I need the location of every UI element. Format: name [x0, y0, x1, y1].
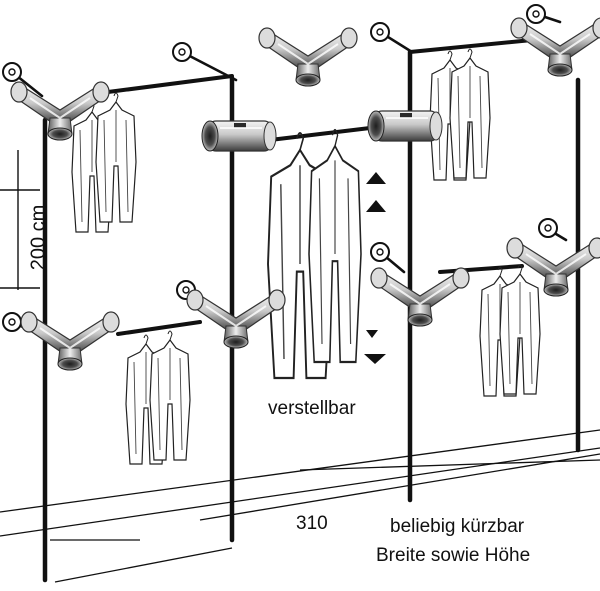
note-line-2: Breite sowie Höhe [376, 545, 531, 566]
wall-mount-icon [370, 22, 390, 42]
garment-shirt [149, 330, 191, 461]
adjust-arrows [364, 172, 386, 364]
up-arrow-icon [366, 172, 386, 184]
elbow-fitting-icon [20, 311, 120, 371]
wall-mount-icon [538, 218, 558, 238]
floor-lines [0, 429, 600, 583]
elbow-fitting-icon [510, 17, 600, 77]
wall-mount-icon [526, 4, 546, 24]
note-line-1: beliebig kürzbar [390, 516, 525, 537]
wall-mount-icon [370, 242, 390, 262]
wall-mount-icon [2, 312, 22, 332]
hanging-rails [106, 38, 534, 336]
wall-mount-icon [2, 62, 22, 82]
elbow-fitting-icon [258, 27, 358, 87]
wall-mount-icon [172, 42, 192, 62]
garment-coat [307, 128, 363, 364]
height-label: 200 cm [27, 204, 50, 271]
width-label: 310 [296, 513, 328, 534]
up-arrow-icon [366, 200, 386, 212]
garment-shirt [95, 92, 137, 223]
height-dimension [0, 150, 40, 290]
adjustable-label: verstellbar [268, 398, 356, 419]
tube-connector-icon [367, 110, 443, 142]
tube-connector-icon [201, 120, 277, 152]
down-arrow-icon [366, 330, 378, 338]
down-arrow-icon [364, 354, 386, 364]
elbow-fitting-icon [370, 267, 470, 327]
